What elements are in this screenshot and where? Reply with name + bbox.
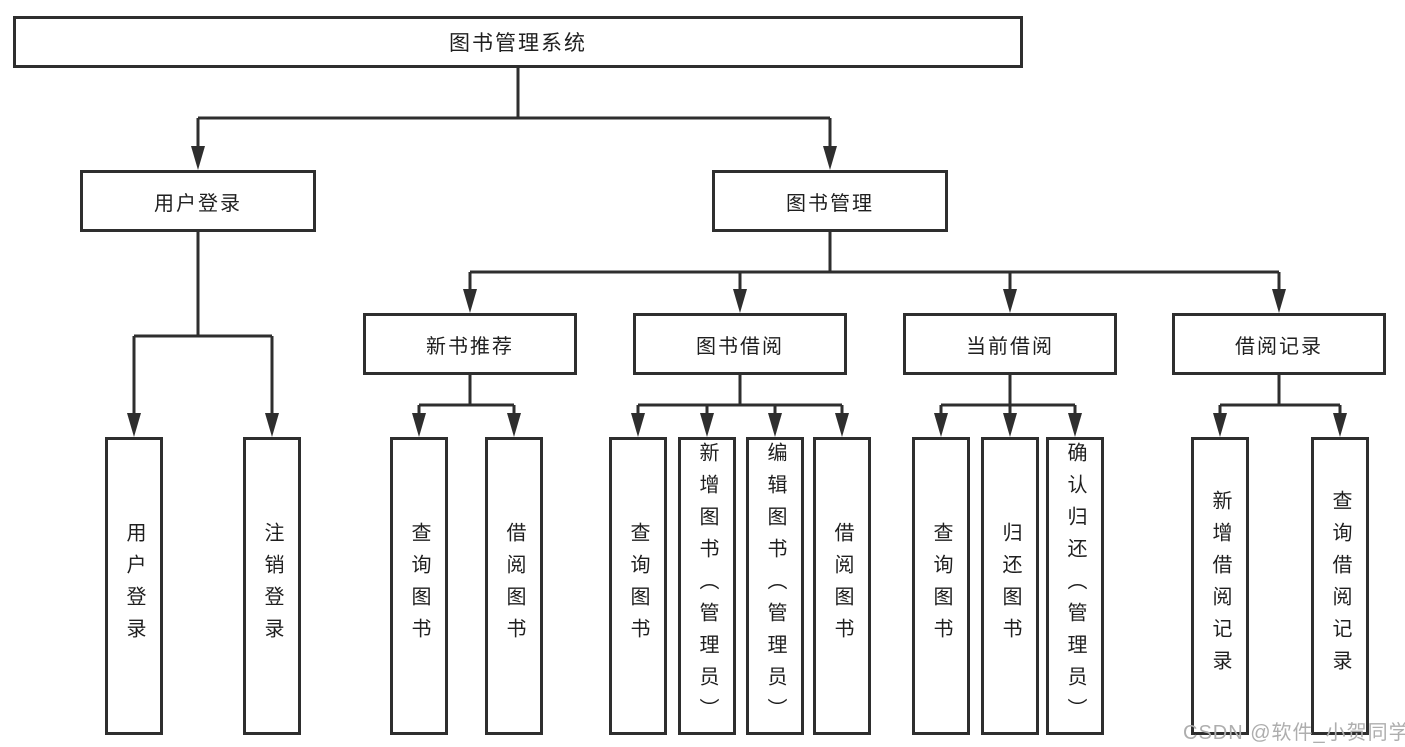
node-user-login: 用户登录 bbox=[80, 170, 316, 232]
node-leaf-search-book-newbook-label: 查询图书 bbox=[408, 522, 430, 650]
node-borrow-record-label: 借阅记录 bbox=[1235, 335, 1323, 358]
node-current-borrow-label: 当前借阅 bbox=[966, 335, 1054, 358]
arrowhead bbox=[631, 413, 645, 437]
arrowhead bbox=[823, 146, 837, 170]
node-leaf-borrow-book: 借阅图书 bbox=[813, 437, 871, 735]
node-leaf-edit-book-admin: 编辑图书（管理员） bbox=[746, 437, 804, 735]
connector-new-book bbox=[417, 375, 516, 416]
node-leaf-confirm-return-admin: 确认归还（管理员） bbox=[1046, 437, 1104, 735]
node-leaf-add-book-admin: 新增图书（管理员） bbox=[678, 437, 736, 735]
arrowhead bbox=[700, 413, 714, 437]
node-leaf-search-book-current-label: 查询图书 bbox=[930, 522, 952, 650]
node-borrow-record: 借阅记录 bbox=[1172, 313, 1386, 375]
connector-root-spine bbox=[196, 68, 832, 150]
node-leaf-search-book-borrow-label: 查询图书 bbox=[627, 522, 649, 650]
arrowhead bbox=[768, 413, 782, 437]
connector-current-borrow bbox=[939, 375, 1077, 416]
node-new-book-recommend-label: 新书推荐 bbox=[426, 335, 514, 358]
node-leaf-return-book: 归还图书 bbox=[981, 437, 1039, 735]
connector-user-login bbox=[132, 232, 274, 416]
node-leaf-confirm-return-admin-label: 确认归还（管理员） bbox=[1064, 442, 1086, 730]
arrowhead bbox=[1333, 413, 1347, 437]
node-leaf-user-login: 用户登录 bbox=[105, 437, 163, 735]
arrowhead bbox=[463, 289, 477, 313]
node-leaf-logout: 注销登录 bbox=[243, 437, 301, 735]
node-user-login-label: 用户登录 bbox=[154, 192, 242, 215]
node-book-management-label: 图书管理 bbox=[786, 192, 874, 215]
arrowhead bbox=[265, 413, 279, 437]
arrowhead bbox=[1003, 413, 1017, 437]
node-leaf-return-book-label: 归还图书 bbox=[999, 522, 1021, 650]
node-current-borrow: 当前借阅 bbox=[903, 313, 1117, 375]
node-book-borrow: 图书借阅 bbox=[633, 313, 847, 375]
connector-book-borrow bbox=[636, 375, 844, 416]
connector-borrow-record bbox=[1218, 375, 1342, 416]
arrowhead bbox=[1068, 413, 1082, 437]
node-leaf-add-book-admin-label: 新增图书（管理员） bbox=[696, 442, 718, 730]
connector-book-management bbox=[468, 232, 1281, 292]
node-leaf-search-borrow-record: 查询借阅记录 bbox=[1311, 437, 1369, 735]
node-book-management: 图书管理 bbox=[712, 170, 948, 232]
node-library-system-label: 图书管理系统 bbox=[449, 32, 587, 55]
node-new-book-recommend: 新书推荐 bbox=[363, 313, 577, 375]
node-leaf-add-borrow-record-label: 新增借阅记录 bbox=[1209, 490, 1231, 682]
arrowhead bbox=[127, 413, 141, 437]
arrowhead bbox=[191, 146, 205, 170]
node-leaf-search-book-current: 查询图书 bbox=[912, 437, 970, 735]
node-leaf-add-borrow-record: 新增借阅记录 bbox=[1191, 437, 1249, 735]
node-leaf-search-book-borrow: 查询图书 bbox=[609, 437, 667, 735]
arrowhead bbox=[835, 413, 849, 437]
node-leaf-user-login-label: 用户登录 bbox=[123, 522, 145, 650]
arrowhead bbox=[934, 413, 948, 437]
arrowhead bbox=[1003, 289, 1017, 313]
node-leaf-search-borrow-record-label: 查询借阅记录 bbox=[1329, 490, 1351, 682]
arrowhead bbox=[507, 413, 521, 437]
csdn-watermark: CSDN @软件_小贺同学 bbox=[1183, 722, 1405, 744]
arrowhead bbox=[733, 289, 747, 313]
node-leaf-search-book-newbook: 查询图书 bbox=[390, 437, 448, 735]
node-book-borrow-label: 图书借阅 bbox=[696, 335, 784, 358]
arrowhead bbox=[412, 413, 426, 437]
node-library-system: 图书管理系统 bbox=[13, 16, 1023, 68]
node-leaf-logout-label: 注销登录 bbox=[261, 522, 283, 650]
node-leaf-borrow-book-newbook-label: 借阅图书 bbox=[503, 522, 525, 650]
node-leaf-borrow-book-label: 借阅图书 bbox=[831, 522, 853, 650]
arrowhead bbox=[1213, 413, 1227, 437]
arrowhead bbox=[1272, 289, 1286, 313]
node-leaf-borrow-book-newbook: 借阅图书 bbox=[485, 437, 543, 735]
node-leaf-edit-book-admin-label: 编辑图书（管理员） bbox=[764, 442, 786, 730]
